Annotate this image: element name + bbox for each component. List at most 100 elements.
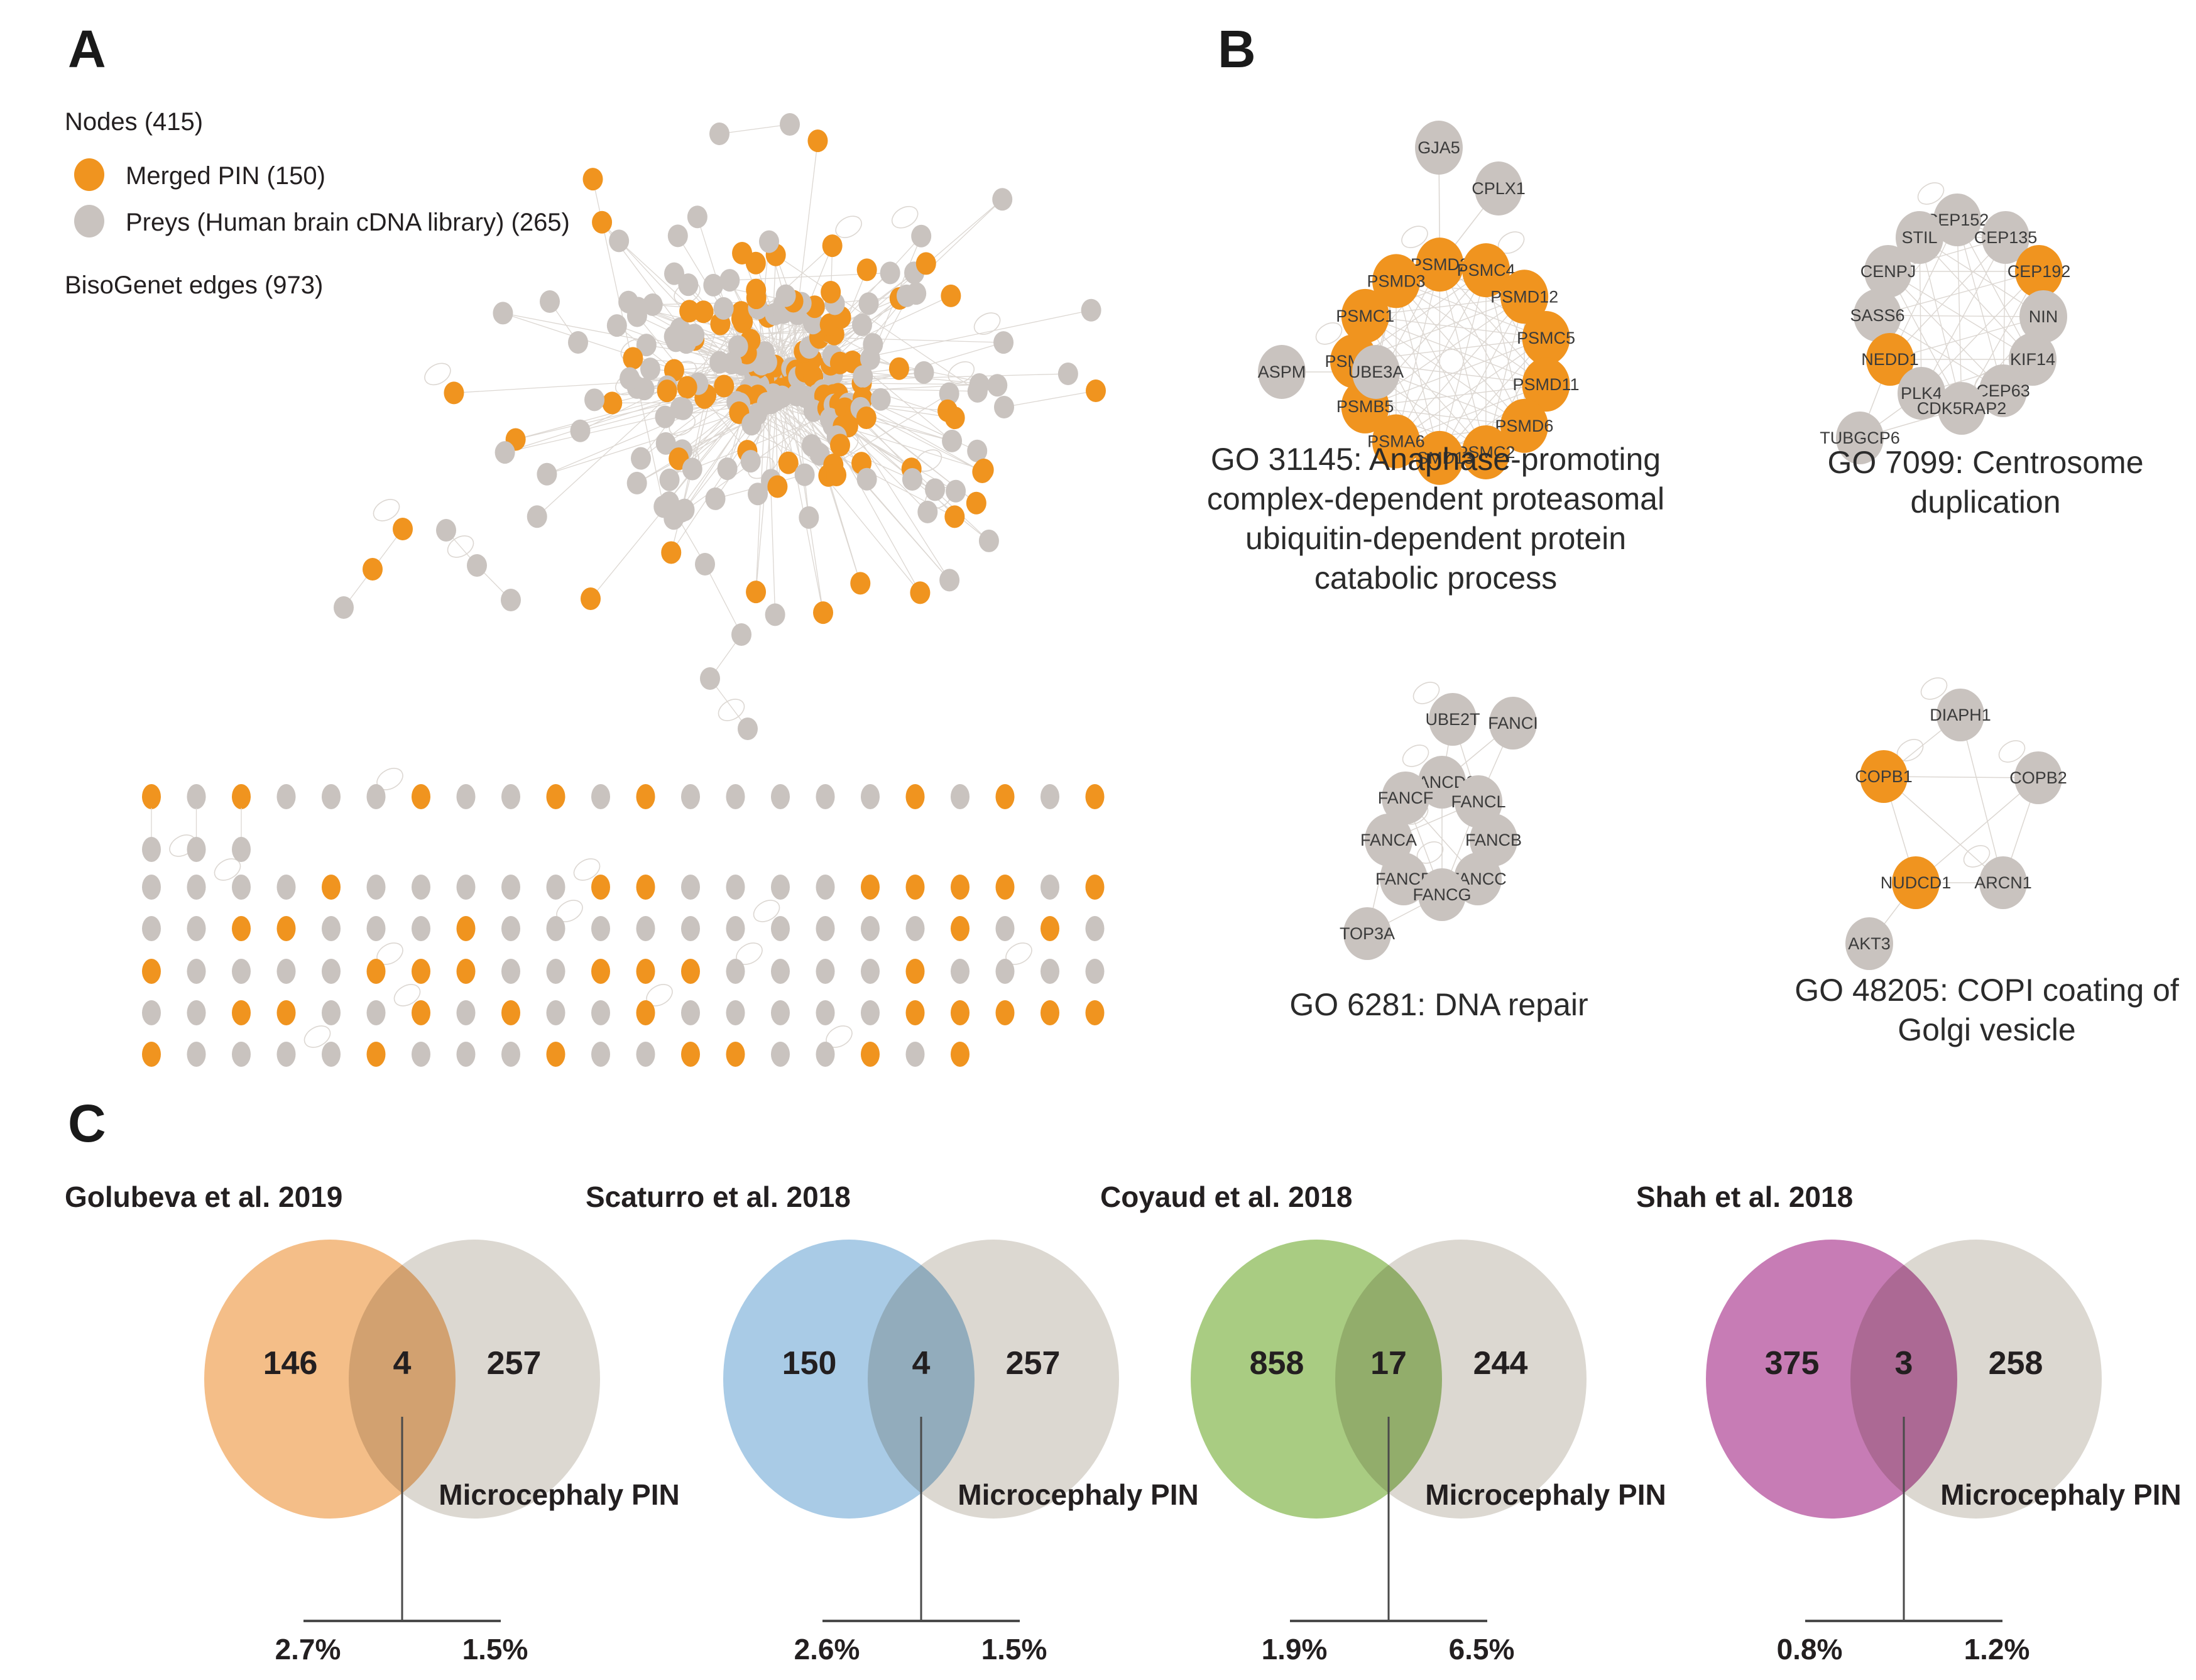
pin-node	[467, 554, 487, 577]
pin-node	[728, 335, 748, 358]
pin-node	[695, 553, 715, 575]
node-label: DIAPH1	[1930, 706, 1991, 724]
node-label: PSMB5	[1336, 397, 1394, 416]
pin-node	[659, 491, 679, 514]
pin-node	[679, 300, 700, 323]
network-edge	[601, 222, 737, 403]
pin-node	[693, 300, 714, 324]
grid-node	[187, 875, 206, 900]
venn-title: Coyaud et al. 2018	[1100, 1181, 1353, 1213]
pin-node	[537, 462, 557, 486]
pin-node	[620, 367, 640, 390]
grid-node	[232, 875, 251, 900]
self-loop-edge	[573, 858, 601, 881]
network-edge	[1919, 237, 1962, 409]
go-node-FANCC	[1454, 853, 1502, 905]
grid-node	[771, 1042, 790, 1067]
caption-line: GO 7099: Centrosome	[1827, 445, 2144, 480]
grid-node	[412, 916, 430, 941]
go-node-PSMC5	[1522, 311, 1570, 366]
grid-node	[142, 1042, 161, 1067]
grid-node	[951, 1000, 970, 1025]
go-node-PLK4	[1898, 367, 1945, 420]
pin-node	[856, 406, 877, 430]
grid-node	[142, 875, 161, 900]
self-loop-edge	[718, 699, 745, 721]
grid-node	[905, 784, 925, 809]
venn-right-ellipse	[868, 1240, 1119, 1519]
grid-node	[681, 784, 700, 809]
network-edge	[1365, 296, 1525, 317]
grid-node	[591, 1042, 610, 1067]
network-edge	[580, 303, 835, 432]
venn-overlap-count: 4	[912, 1345, 931, 1382]
node-label: UBE2T	[1425, 710, 1480, 729]
go-node-NIN	[2019, 290, 2067, 343]
grid-node	[456, 784, 476, 809]
network-edge	[767, 403, 984, 471]
network-edge	[1960, 714, 2004, 883]
pin-node	[678, 273, 699, 297]
grid-node	[322, 1042, 341, 1067]
pin-node	[582, 168, 603, 191]
node-label: KIF14	[2010, 350, 2055, 369]
network-edge	[1396, 384, 1546, 442]
node-label: AKT3	[1848, 934, 1891, 953]
grid-node	[232, 916, 251, 941]
venn-right-ellipse	[349, 1240, 600, 1519]
pin-node	[939, 382, 959, 405]
grid-node	[951, 1042, 970, 1067]
node-label: FANCF	[1378, 788, 1434, 807]
self-loop-edge	[835, 215, 862, 238]
grid-node	[501, 916, 520, 941]
network-edge	[1889, 316, 2044, 360]
go-node-PSMD11	[1522, 357, 1570, 412]
grid-node	[951, 784, 970, 809]
pin-node	[914, 361, 934, 384]
go-node-AKT3	[1845, 917, 1893, 970]
node-label: FANCB	[1465, 831, 1522, 849]
go-node-TUBGCP6	[1836, 412, 1884, 464]
grid-node	[995, 784, 1015, 809]
network-edge	[767, 381, 776, 615]
grid-node	[232, 837, 251, 862]
pin-node	[992, 188, 1013, 211]
pin-disconnected-grid	[142, 768, 1105, 1067]
grid-node	[861, 1042, 880, 1067]
pin-node	[765, 603, 785, 626]
network-edge	[1365, 315, 1546, 385]
go-node-UBE2T	[1429, 693, 1477, 746]
pin-node	[978, 529, 999, 552]
self-loop-edge	[393, 984, 421, 1006]
node-label: GJA5	[1418, 138, 1460, 157]
grid-node	[456, 875, 476, 900]
network-edge	[1887, 271, 2004, 391]
pin-node	[540, 290, 560, 313]
go-node-PSMC4	[1462, 243, 1510, 298]
grid-node	[366, 916, 386, 941]
network-edge	[1919, 237, 2033, 360]
network-edge	[1883, 776, 2004, 883]
self-loop-edge	[424, 363, 451, 386]
self-loop-edge	[1412, 682, 1440, 704]
pin-node	[880, 261, 900, 285]
node-label: PSMC1	[1336, 307, 1394, 325]
pin-node	[969, 373, 990, 396]
grid-node	[951, 959, 970, 984]
pin-node	[939, 569, 960, 592]
pin-node	[746, 278, 767, 302]
pin-node	[703, 273, 724, 297]
caption-line: GO 31145: Anaphase-promoting	[1210, 442, 1661, 477]
pin-node	[925, 478, 946, 501]
network-edge	[704, 564, 742, 635]
pin-node	[664, 262, 685, 285]
pin-node	[659, 468, 680, 491]
venn-pct-right: 6.5%	[1448, 1633, 1515, 1666]
grid-node	[501, 784, 520, 809]
self-loop-edge	[1402, 745, 1429, 767]
network-edge	[1365, 406, 1525, 427]
venn-overlap-count: 3	[1894, 1345, 1913, 1382]
node-label: CEP135	[1974, 228, 2038, 247]
